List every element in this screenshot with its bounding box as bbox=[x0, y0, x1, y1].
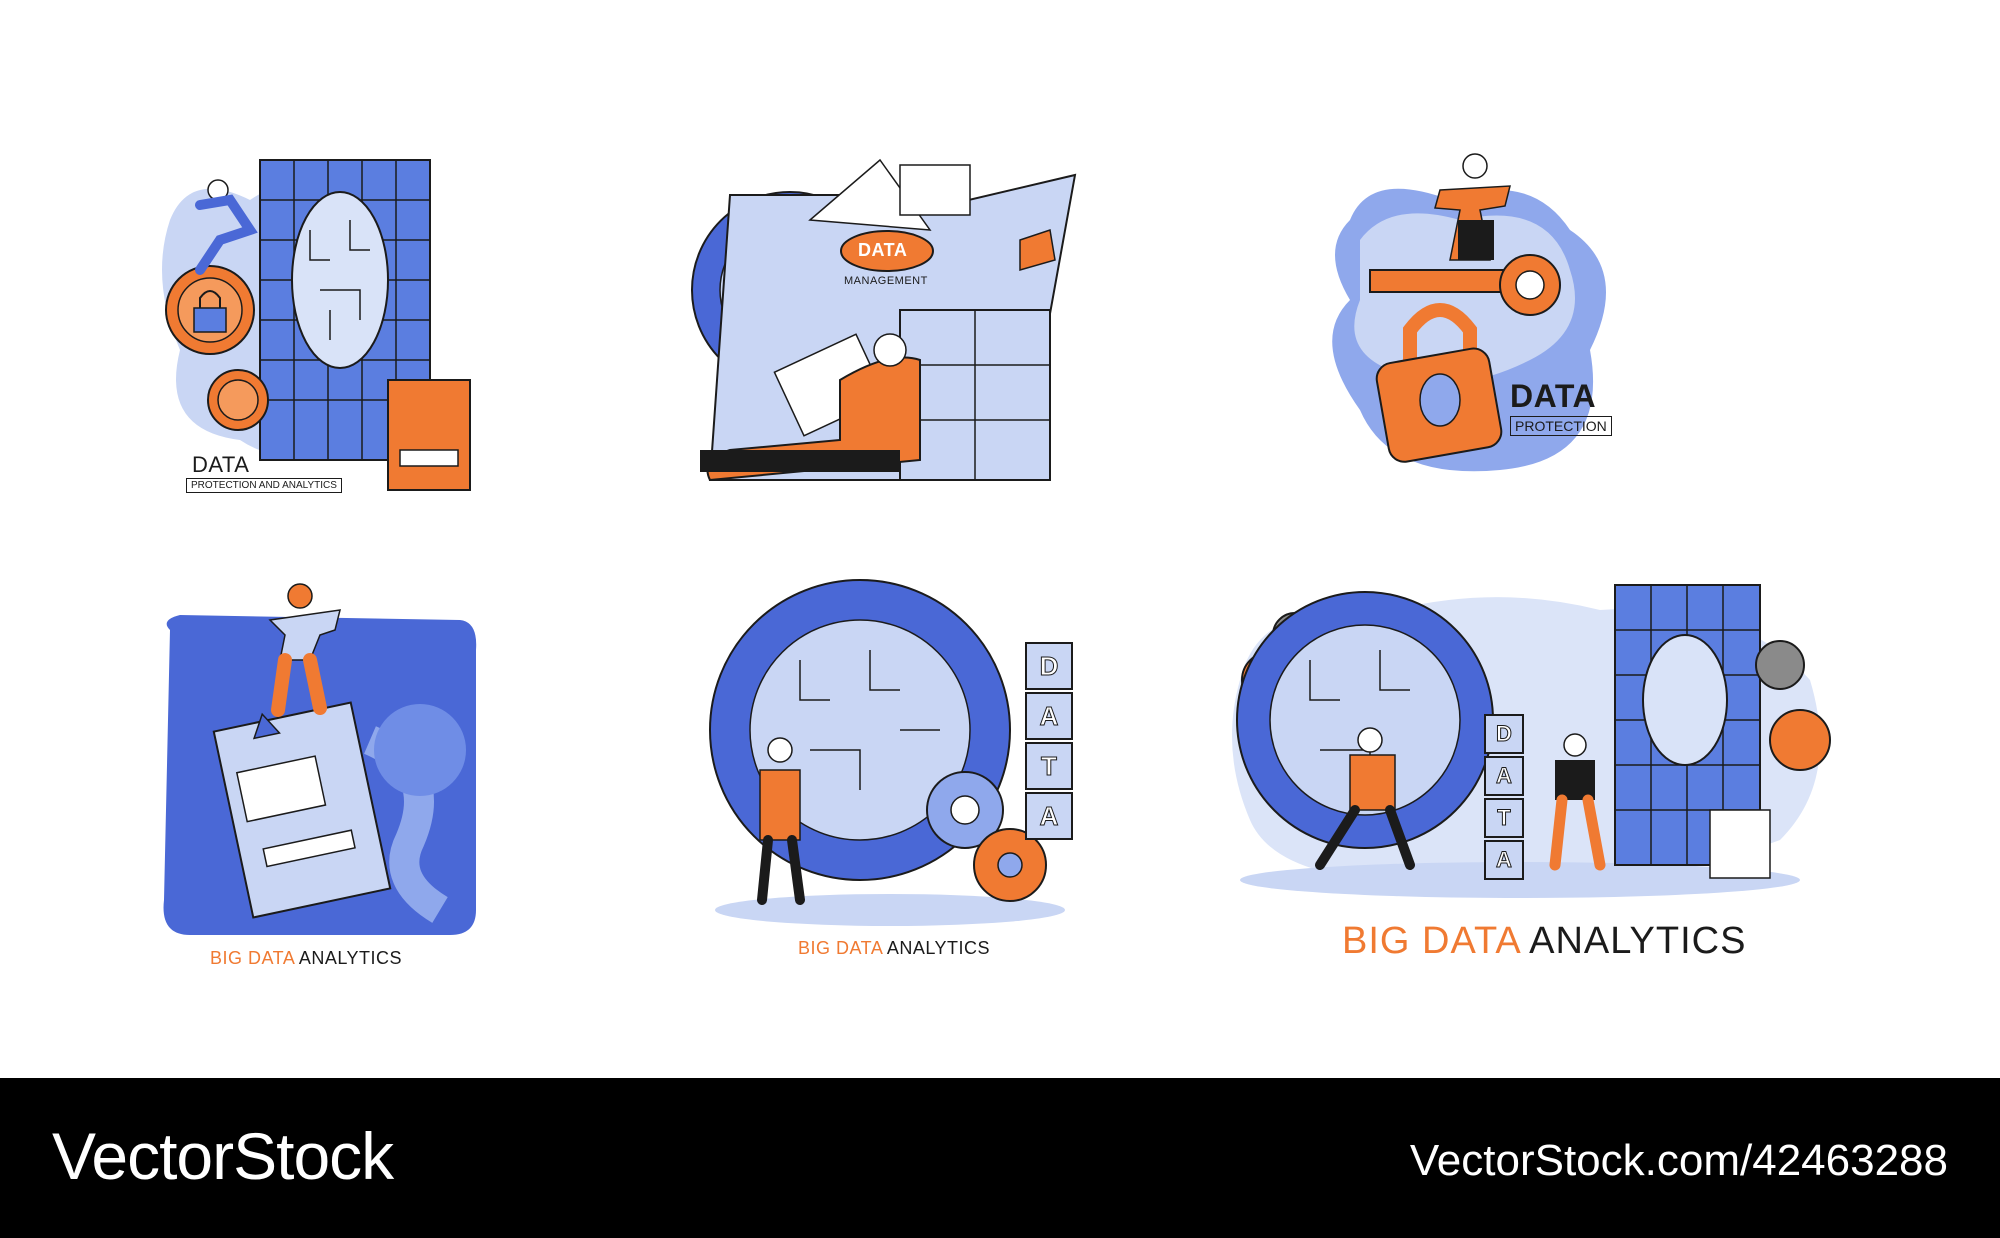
caption-accent: BIG DATA bbox=[798, 938, 883, 958]
illustration-data-protection-analytics: DATA PROTECTION AND ANALYTICS bbox=[160, 150, 500, 500]
caption-accent: BIG DATA bbox=[1342, 920, 1520, 962]
server-rack-icon bbox=[162, 159, 471, 491]
folder-icon bbox=[691, 158, 1077, 482]
illustration-big-data-analytics-2: D A T A BIG DATA ANALYTICS bbox=[700, 579, 1090, 960]
data-block-t: T bbox=[1484, 798, 1524, 838]
data-block-a2: A bbox=[1025, 792, 1073, 840]
illustration-big-data-analytics-3: D A T A BIG DATA ANALYTICS bbox=[1220, 580, 1840, 980]
image-url[interactable]: VectorStock.com/42463288 bbox=[1409, 1136, 1948, 1185]
data-block-a2: A bbox=[1484, 840, 1524, 880]
illustration-title: DATA bbox=[1510, 378, 1597, 414]
illustration-subtitle: PROTECTION bbox=[1510, 416, 1612, 436]
data-block-d: D bbox=[1484, 714, 1524, 754]
document-icon bbox=[163, 583, 477, 935]
data-block-a: A bbox=[1484, 756, 1524, 796]
data-block-d: D bbox=[1025, 642, 1073, 690]
illustration-title: DATA bbox=[858, 240, 908, 260]
illustration-big-data-analytics-1: BIG DATA ANALYTICS bbox=[160, 580, 480, 970]
illustration-data-management: DATA MANAGEMENT bbox=[690, 158, 1090, 500]
caption-rest: ANALYTICS bbox=[294, 948, 403, 968]
server-rack-icon bbox=[1232, 584, 1831, 898]
gear-icon bbox=[709, 579, 1065, 926]
illustration-caption: BIG DATA ANALYTICS bbox=[1342, 920, 1746, 963]
illustration-caption: BIG DATA ANALYTICS bbox=[798, 938, 990, 959]
illustration-data-protection: DATA PROTECTION bbox=[1330, 150, 1620, 490]
illustration-subtitle: MANAGEMENT bbox=[844, 275, 928, 287]
data-block-a: A bbox=[1025, 692, 1073, 740]
caption-rest: ANALYTICS bbox=[882, 938, 991, 958]
illustration-subtitle: PROTECTION AND ANALYTICS bbox=[186, 478, 342, 493]
footer-bar: VectorStock VectorStock.com/42463288 bbox=[0, 1078, 2000, 1238]
caption-rest: ANALYTICS bbox=[1519, 920, 1747, 962]
padlock-icon bbox=[1332, 153, 1606, 472]
caption-accent: BIG DATA bbox=[210, 948, 295, 968]
illustration-canvas: DATA PROTECTION AND ANALYTICS DATA MANAG… bbox=[160, 150, 1840, 980]
illustration-caption: BIG DATA ANALYTICS bbox=[210, 948, 402, 969]
data-block-t: T bbox=[1025, 742, 1073, 790]
brand-logo[interactable]: VectorStock bbox=[52, 1119, 394, 1193]
illustration-title: DATA bbox=[192, 452, 250, 477]
